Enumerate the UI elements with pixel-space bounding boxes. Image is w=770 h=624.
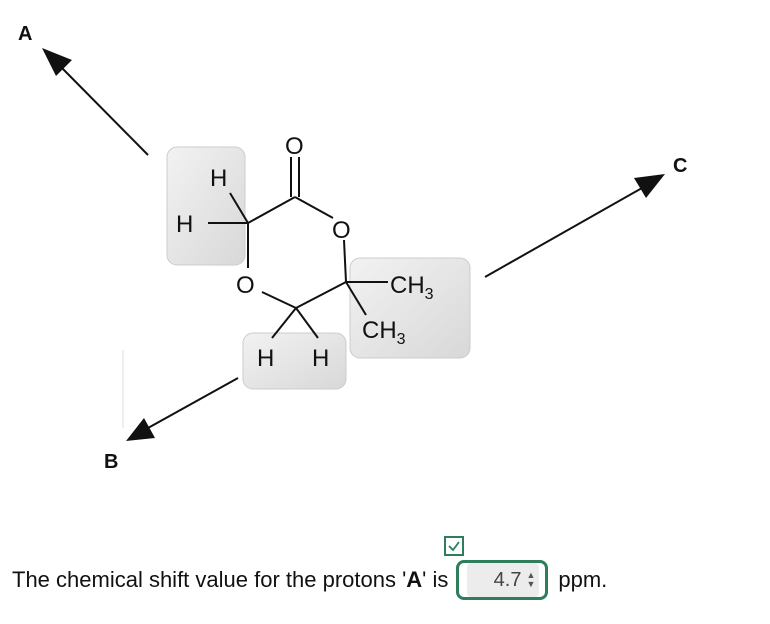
atom-o-ring-left: O <box>236 272 255 299</box>
atom-ch3-bottom: CH3 <box>362 317 406 348</box>
answer-value: 4.7 <box>493 568 522 591</box>
question-suffix: ' is <box>422 567 449 592</box>
atom-h-b-right: H <box>312 345 329 372</box>
question-proton-label: A <box>406 567 423 592</box>
answer-select[interactable]: 4.7 ▲▼ <box>456 560 549 600</box>
atom-h-b-left: H <box>257 345 274 372</box>
highlight-protons-b <box>242 332 347 390</box>
arrow-a <box>42 48 149 156</box>
atom-h-a-top: H <box>210 165 227 192</box>
arrow-c <box>484 174 665 278</box>
atom-o-ring-right: O <box>332 217 351 244</box>
pointer-label-b: B <box>104 451 118 473</box>
arrow-b <box>126 377 239 441</box>
molecule-diagram: H H O O O CH3 CH3 H H A C B <box>18 23 687 473</box>
answer-select-inner: 4.7 ▲▼ <box>467 563 540 597</box>
pointer-label-c: C <box>673 155 687 177</box>
atom-h-a-left: H <box>176 211 193 238</box>
question-prefix: The chemical shift value for the protons… <box>12 567 407 592</box>
pointer-label-a: A <box>18 23 32 45</box>
bonds <box>208 157 388 339</box>
question-line: The chemical shift value for the protons… <box>12 536 608 600</box>
stepper-icon[interactable]: ▲▼ <box>526 570 536 589</box>
unit-label: ppm. <box>558 567 608 592</box>
check-icon <box>444 536 465 556</box>
highlight-protons-a <box>166 146 246 266</box>
atom-o-carbonyl: O <box>285 133 304 160</box>
atom-ch3-top: CH3 <box>390 272 434 303</box>
answer-field-wrapper: 4.7 ▲▼ <box>444 536 549 600</box>
